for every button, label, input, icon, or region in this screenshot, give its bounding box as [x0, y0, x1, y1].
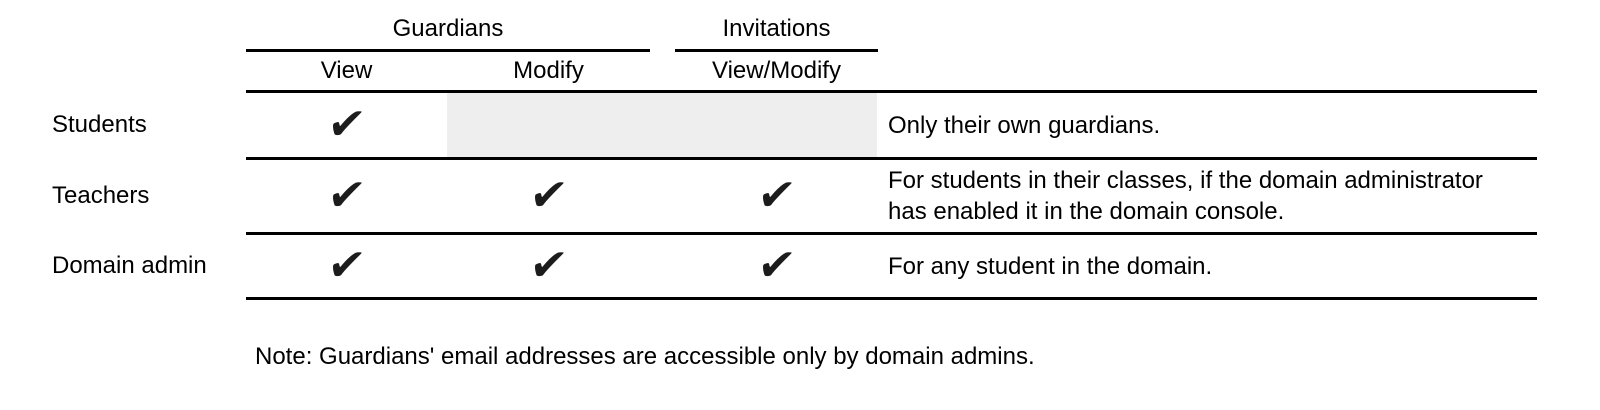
- check-cell-invitations-view-modify: [675, 93, 878, 157]
- check-icon: ✔: [324, 240, 369, 291]
- guardians-underline-rule: [246, 49, 650, 52]
- row-label: Domain admin: [52, 252, 207, 279]
- check-cell-invitations-view-modify: ✔: [675, 235, 878, 297]
- check-icon: ✔: [754, 240, 799, 291]
- table-row: Teachers ✔ ✔ ✔ For students in their cla…: [0, 160, 1600, 232]
- row-note: Only their own guardians.: [888, 111, 1161, 139]
- check-icon: ✔: [324, 99, 369, 150]
- check-cell-guardians-modify: ✔: [447, 235, 650, 297]
- table-row: Students ✔ Only their own guardians.: [0, 93, 1600, 157]
- check-icon: ✔: [754, 170, 799, 221]
- check-icon: ✔: [324, 170, 369, 221]
- footnote: Note: Guardians' email addresses are acc…: [255, 343, 1035, 370]
- header-bottom-rule: [246, 90, 1537, 93]
- row-separator-rule: [246, 157, 1537, 160]
- column-header-view: View: [320, 57, 373, 84]
- disabled-cells-shading: [447, 93, 877, 157]
- group-header-invitations: Invitations: [722, 15, 831, 42]
- row-separator-rule: [246, 297, 1537, 300]
- group-header-guardians: Guardians: [392, 15, 504, 42]
- invitations-underline-rule: [675, 49, 878, 52]
- check-cell-guardians-view: ✔: [246, 93, 447, 157]
- row-note: For students in their classes, if the do…: [888, 167, 1483, 225]
- check-cell-guardians-view: ✔: [246, 160, 447, 232]
- table-row: Domain admin ✔ ✔ ✔ For any student in th…: [0, 235, 1600, 297]
- check-icon: ✔: [526, 170, 571, 221]
- check-cell-guardians-modify: [447, 93, 650, 157]
- row-label: Students: [52, 111, 147, 138]
- column-header-modify: Modify: [513, 57, 584, 84]
- check-cell-guardians-modify: ✔: [447, 160, 650, 232]
- row-separator-rule: [246, 232, 1537, 235]
- check-cell-invitations-view-modify: ✔: [675, 160, 878, 232]
- check-icon: ✔: [526, 240, 571, 291]
- row-note: For any student in the domain.: [888, 252, 1213, 280]
- check-cell-guardians-view: ✔: [246, 235, 447, 297]
- row-label: Teachers: [52, 182, 150, 209]
- column-header-view-modify: View/Modify: [712, 57, 841, 84]
